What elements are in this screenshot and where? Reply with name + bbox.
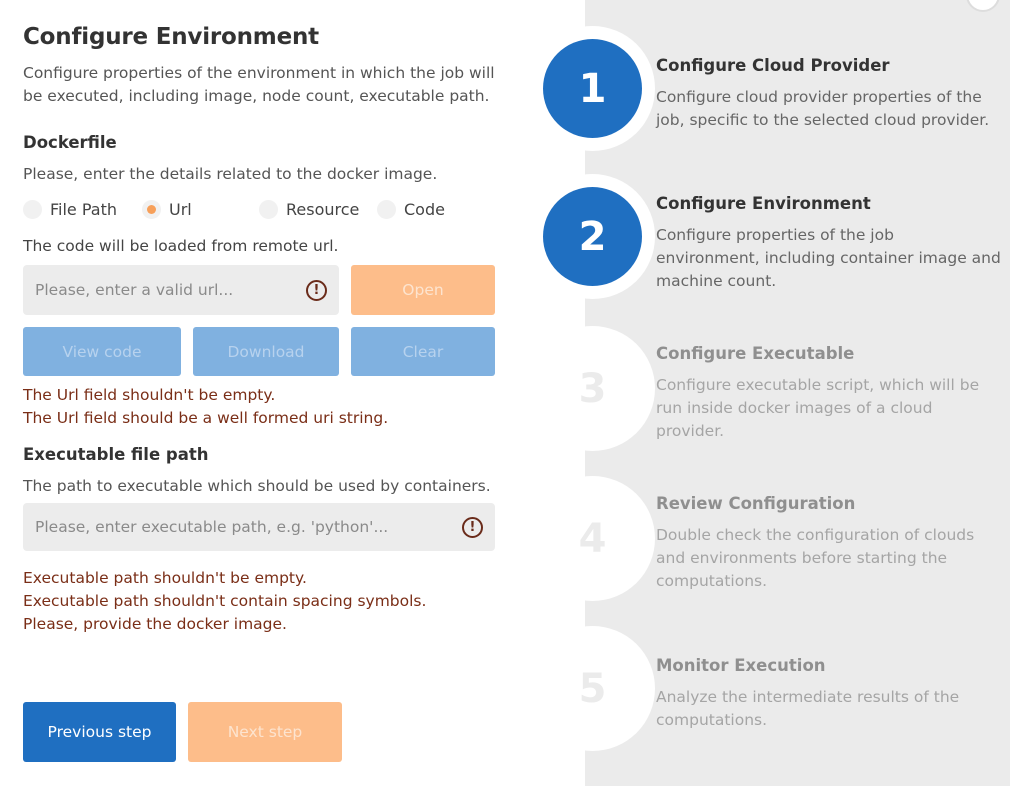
view-code-button[interactable]: View code [23,327,181,376]
step-5-description: Analyze the intermediate results of the … [656,688,960,729]
steps-sidebar [585,0,1010,786]
previous-step-button[interactable]: Previous step [23,702,176,762]
executable-description: The path to executable which should be u… [23,477,491,495]
url-error-format: The Url field should be a well formed ur… [23,409,389,427]
step-5-circle[interactable]: 5 [543,639,642,738]
clear-button[interactable]: Clear [351,327,495,376]
dockerfile-description: Please, enter the details related to the… [23,165,438,183]
exclamation-icon: ! [462,517,483,538]
radio-url[interactable]: Url [142,200,192,219]
radio-resource[interactable]: Resource [259,200,359,219]
step-1-circle[interactable]: 1 [543,39,642,138]
executable-input-placeholder: Please, enter executable path, e.g. 'pyt… [35,518,389,536]
url-input[interactable]: Please, enter a valid url... ! [23,265,339,315]
dockerfile-heading: Dockerfile [23,133,117,152]
page-title: Configure Environment [23,24,319,50]
url-error-empty: The Url field shouldn't be empty. [23,386,276,404]
executable-heading: Executable file path [23,445,209,464]
step-3-circle[interactable]: 3 [543,339,642,438]
radio-circle-code[interactable] [377,200,396,219]
step-3-description: Configure executable script, which will … [656,376,980,440]
step-2-description: Configure properties of the job environm… [656,226,1001,290]
radio-file-path[interactable]: File Path [23,200,117,219]
step-4-title: Review Configuration [656,494,856,513]
url-input-placeholder: Please, enter a valid url... [35,281,234,299]
url-hint: The code will be loaded from remote url. [23,237,339,255]
download-button[interactable]: Download [193,327,339,376]
form-panel: Configure Environment Configure properti… [23,24,495,762]
radio-circle-resource[interactable] [259,200,278,219]
radio-code[interactable]: Code [377,200,445,219]
executable-error-empty: Executable path shouldn't be empty. [23,569,307,587]
step-1-title: Configure Cloud Provider [656,56,890,75]
step-4-circle[interactable]: 4 [543,489,642,588]
radio-label-url: Url [169,200,192,219]
docker-image-error: Please, provide the docker image. [23,615,287,633]
radio-label-resource: Resource [286,200,360,219]
radio-circle-file-path[interactable] [23,200,42,219]
step-3-title: Configure Executable [656,344,855,363]
step-1-description: Configure cloud provider properties of t… [656,88,990,129]
next-step-button[interactable]: Next step [188,702,342,762]
executable-error-spacing: Executable path shouldn't contain spacin… [23,592,427,610]
step-2-circle[interactable]: 2 [543,187,642,286]
page-subtitle: Configure properties of the environment … [23,64,495,105]
step-5-title: Monitor Execution [656,656,826,675]
radio-label-file-path: File Path [50,200,118,219]
step-2-title: Configure Environment [656,194,871,213]
executable-path-input[interactable]: Please, enter executable path, e.g. 'pyt… [23,503,495,551]
radio-circle-url[interactable] [142,200,161,219]
step-4-description: Double check the configuration of clouds… [656,526,975,590]
open-button[interactable]: Open [351,265,495,315]
exclamation-icon: ! [306,280,327,301]
radio-label-code: Code [404,200,445,219]
